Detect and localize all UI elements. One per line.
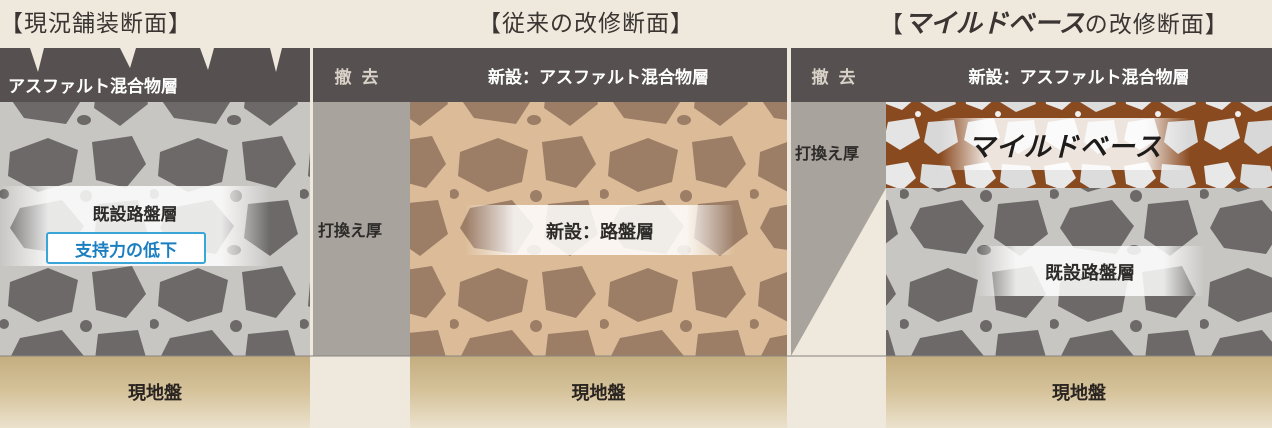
ground-label-current: 現地盤	[128, 383, 182, 404]
title-mildbase-section: 【マイルドベースの改修断面】	[880, 4, 1229, 44]
existing-base-layer-label-mildbase: 既設路盤層	[1045, 263, 1135, 284]
title-rest: の改修断面】	[1084, 12, 1229, 38]
existing-base-layer-label: 既設路盤層	[92, 205, 178, 225]
asphalt-layer-label-current: アスファルト混合物層	[8, 77, 178, 97]
reduced-bearing-capacity-callout: 支持力の低下	[46, 232, 206, 264]
new-base-label-highlight	[465, 205, 735, 255]
replacement-thickness-label-conventional: 打換え厚	[318, 221, 383, 240]
replacement-thickness-label-mildbase: 打換え厚	[795, 144, 860, 163]
new-base-layer-label: 新設：路盤層	[546, 222, 654, 243]
new-asphalt-layer-label-conventional: 新設：アスファルト混合物層	[410, 48, 787, 102]
ground-label-mildbase: 現地盤	[1052, 383, 1106, 404]
title-brand-mildbase: マイルドベース	[904, 9, 1085, 39]
ground-label-conventional: 現地盤	[571, 383, 626, 404]
title-bracket-open: 【	[880, 12, 904, 38]
mildbase-layer-label: マイルドベース	[967, 131, 1163, 163]
title-conventional-section: 【従来の改修断面】	[478, 11, 694, 37]
new-asphalt-layer-label-mildbase: 新設：アスファルト混合物層	[886, 48, 1272, 102]
existing-base-label-highlight-mildbase	[975, 246, 1205, 296]
mildbase-label-highlight	[940, 118, 1190, 170]
title-current-section: 【現況舗装断面】	[0, 11, 192, 37]
removal-label-mildbase: 撤去	[791, 48, 886, 102]
removal-label-conventional: 撤去	[313, 48, 410, 102]
